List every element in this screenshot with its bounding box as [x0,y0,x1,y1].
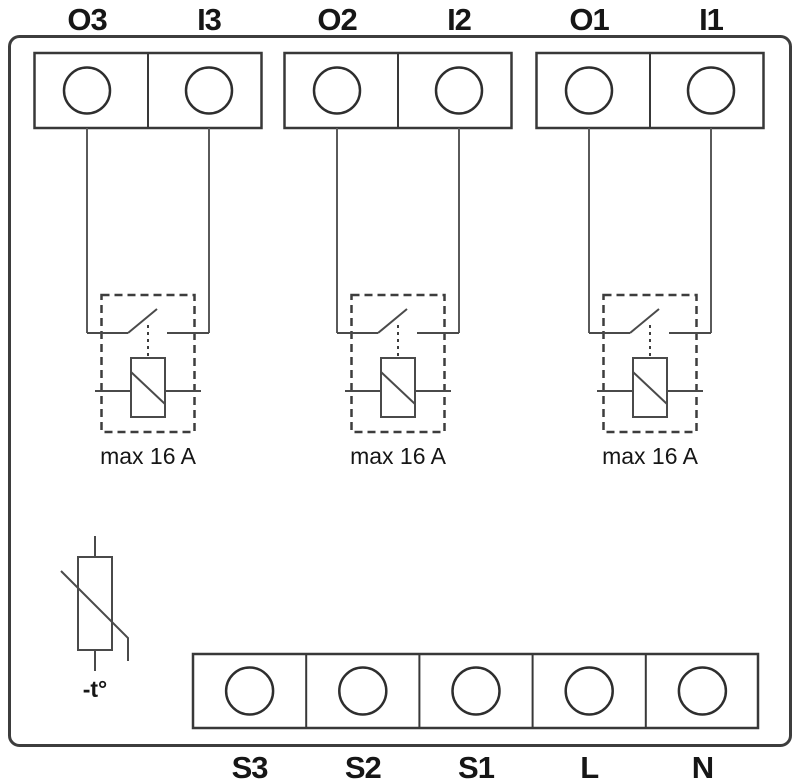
output-terminal-label: O3 [67,2,107,37]
channel-symbol [535,51,765,434]
device-outline [8,35,792,747]
channel-symbol [283,51,513,434]
channel-symbol [33,51,263,434]
thermistor-icon [77,556,113,651]
terminal-label-n: N [692,750,713,780]
input-terminal-label: I3 [197,2,222,37]
channel-o3-i3: O3 I3 max 16 A [33,2,263,469]
terminal-hole-n [677,666,728,716]
input-terminal-label: I1 [699,2,724,37]
bottom-terminal-strip: S3 S2 S1 L N [191,652,760,780]
terminal-label-s3: S3 [232,750,269,780]
terminal-hole-s1 [451,666,501,716]
output-terminal-label: O1 [569,2,609,37]
terminal-hole-s3 [224,666,275,716]
terminal-hole-l [564,666,614,716]
terminal-label-l: L [580,750,598,780]
rating-label: max 16 A [602,443,699,469]
channel-o2-i2: O2 I2 max 16 A [283,2,513,469]
input-terminal-label: I2 [447,2,471,37]
terminal-label-s1: S1 [458,750,495,780]
channel-o1-i1: O1 I1 max 16 A [535,2,765,469]
rating-label: max 16 A [100,443,197,469]
rating-label: max 16 A [350,443,447,469]
temperature-sensor-label: -t° [83,676,108,702]
output-terminal-label: O2 [317,2,356,37]
temperature-sensor: -t° [60,536,129,702]
terminal-hole-s2 [338,666,388,716]
terminal-label-s2: S2 [345,750,381,780]
thermistor-diagonal-stroke [60,570,129,661]
